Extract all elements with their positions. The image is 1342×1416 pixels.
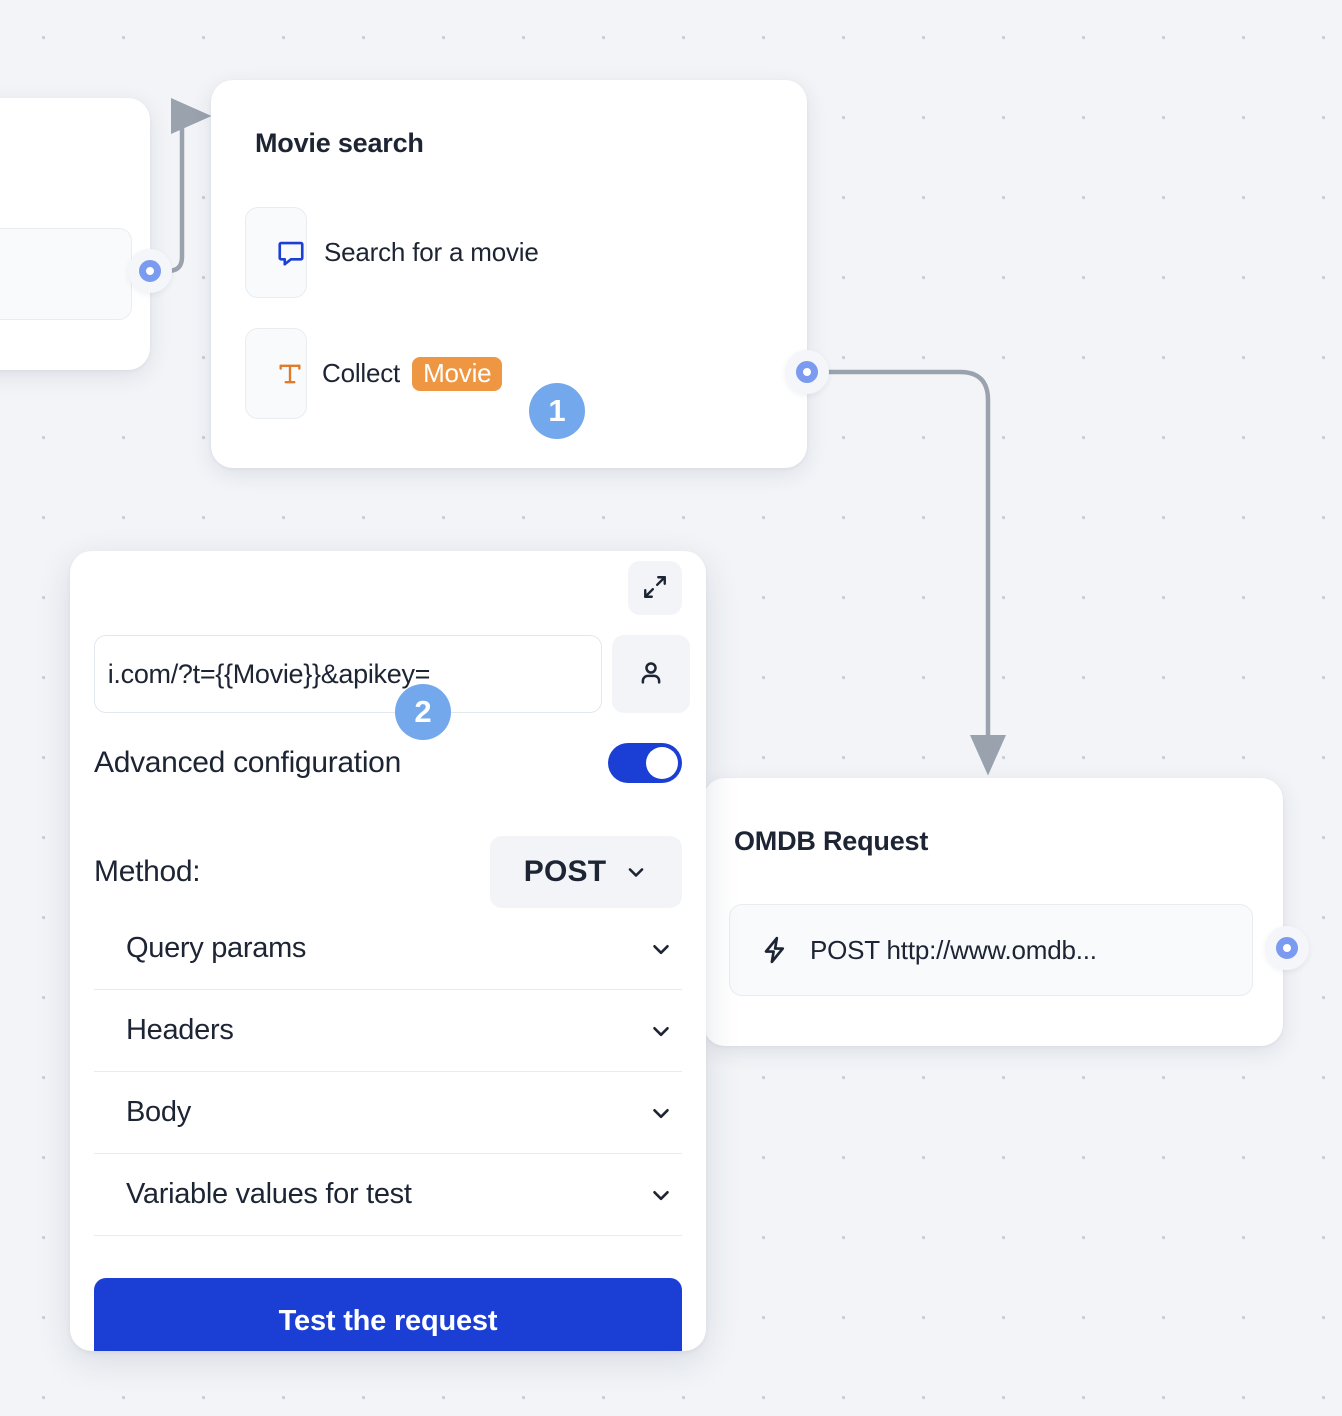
test-the-request-button[interactable]: Test the request	[94, 1278, 682, 1351]
toggle-knob	[646, 747, 678, 779]
chevron-down-icon[interactable]	[648, 1100, 674, 1126]
connector-handle-left[interactable]	[128, 249, 172, 293]
accordion-label: Headers	[126, 1014, 234, 1046]
partial-node-left[interactable]	[0, 98, 150, 370]
message-icon	[276, 238, 306, 268]
step-badge-1: 1	[529, 383, 585, 439]
person-icon	[636, 658, 666, 691]
url-row	[94, 635, 690, 713]
config-accordion: Query params Headers Body	[94, 908, 682, 1236]
accordion-label: Body	[126, 1096, 191, 1128]
method-value: POST	[523, 855, 607, 888]
connector-handle-movie-search-output[interactable]	[785, 350, 829, 394]
variable-chip-movie[interactable]: Movie	[412, 356, 503, 391]
partial-node-row[interactable]	[0, 228, 132, 320]
chevron-down-icon[interactable]	[648, 936, 674, 962]
text-field-icon	[276, 360, 304, 388]
connector-handle-omdb-output[interactable]	[1265, 926, 1309, 970]
accordion-item-query-params[interactable]: Query params	[94, 908, 682, 990]
node-row-label: POST http://www.omdb...	[810, 934, 1097, 965]
method-label: Method:	[94, 855, 201, 888]
method-select[interactable]: POST	[490, 836, 682, 908]
node-row-search-for-a-movie[interactable]: Search for a movie	[245, 207, 539, 298]
expand-icon-button[interactable]	[628, 561, 682, 615]
edge-movie-to-omdb	[828, 369, 1006, 776]
node-row-label: Collect	[322, 358, 401, 388]
lightning-icon	[760, 935, 790, 965]
node-row-post-request[interactable]: POST http://www.omdb...	[729, 904, 1253, 996]
accordion-item-body[interactable]: Body	[94, 1072, 682, 1154]
node-omdb-request[interactable]: OMDB Request POST http://www.omdb...	[703, 778, 1283, 1046]
step-badge-2: 2	[395, 684, 451, 740]
node-title-omdb-request: OMDB Request	[734, 826, 929, 856]
edge-left-to-movie	[158, 98, 212, 274]
advanced-configuration-row: Advanced configuration	[94, 743, 682, 783]
node-row-label: Search for a movie	[324, 237, 539, 267]
accordion-item-headers[interactable]: Headers	[94, 990, 682, 1072]
advanced-configuration-toggle[interactable]	[608, 743, 682, 783]
method-row: Method: POST	[94, 836, 682, 908]
node-movie-search[interactable]: Movie search Search for a movie Collect	[211, 80, 807, 468]
url-input[interactable]	[94, 635, 602, 713]
chevron-down-icon	[624, 860, 648, 884]
chevron-down-icon[interactable]	[648, 1182, 674, 1208]
expand-icon	[642, 574, 668, 603]
persona-button[interactable]	[612, 635, 690, 713]
node-title-movie-search: Movie search	[255, 128, 424, 158]
accordion-label: Variable values for test	[126, 1178, 412, 1210]
request-config-panel[interactable]: Advanced configuration Method: POST Quer…	[70, 551, 706, 1351]
accordion-label: Query params	[126, 932, 307, 964]
node-row-collect-movie[interactable]: Collect Movie	[245, 328, 503, 419]
advanced-configuration-label: Advanced configuration	[94, 746, 401, 779]
chevron-down-icon[interactable]	[648, 1018, 674, 1044]
accordion-item-variable-values-for-test[interactable]: Variable values for test	[94, 1154, 682, 1236]
